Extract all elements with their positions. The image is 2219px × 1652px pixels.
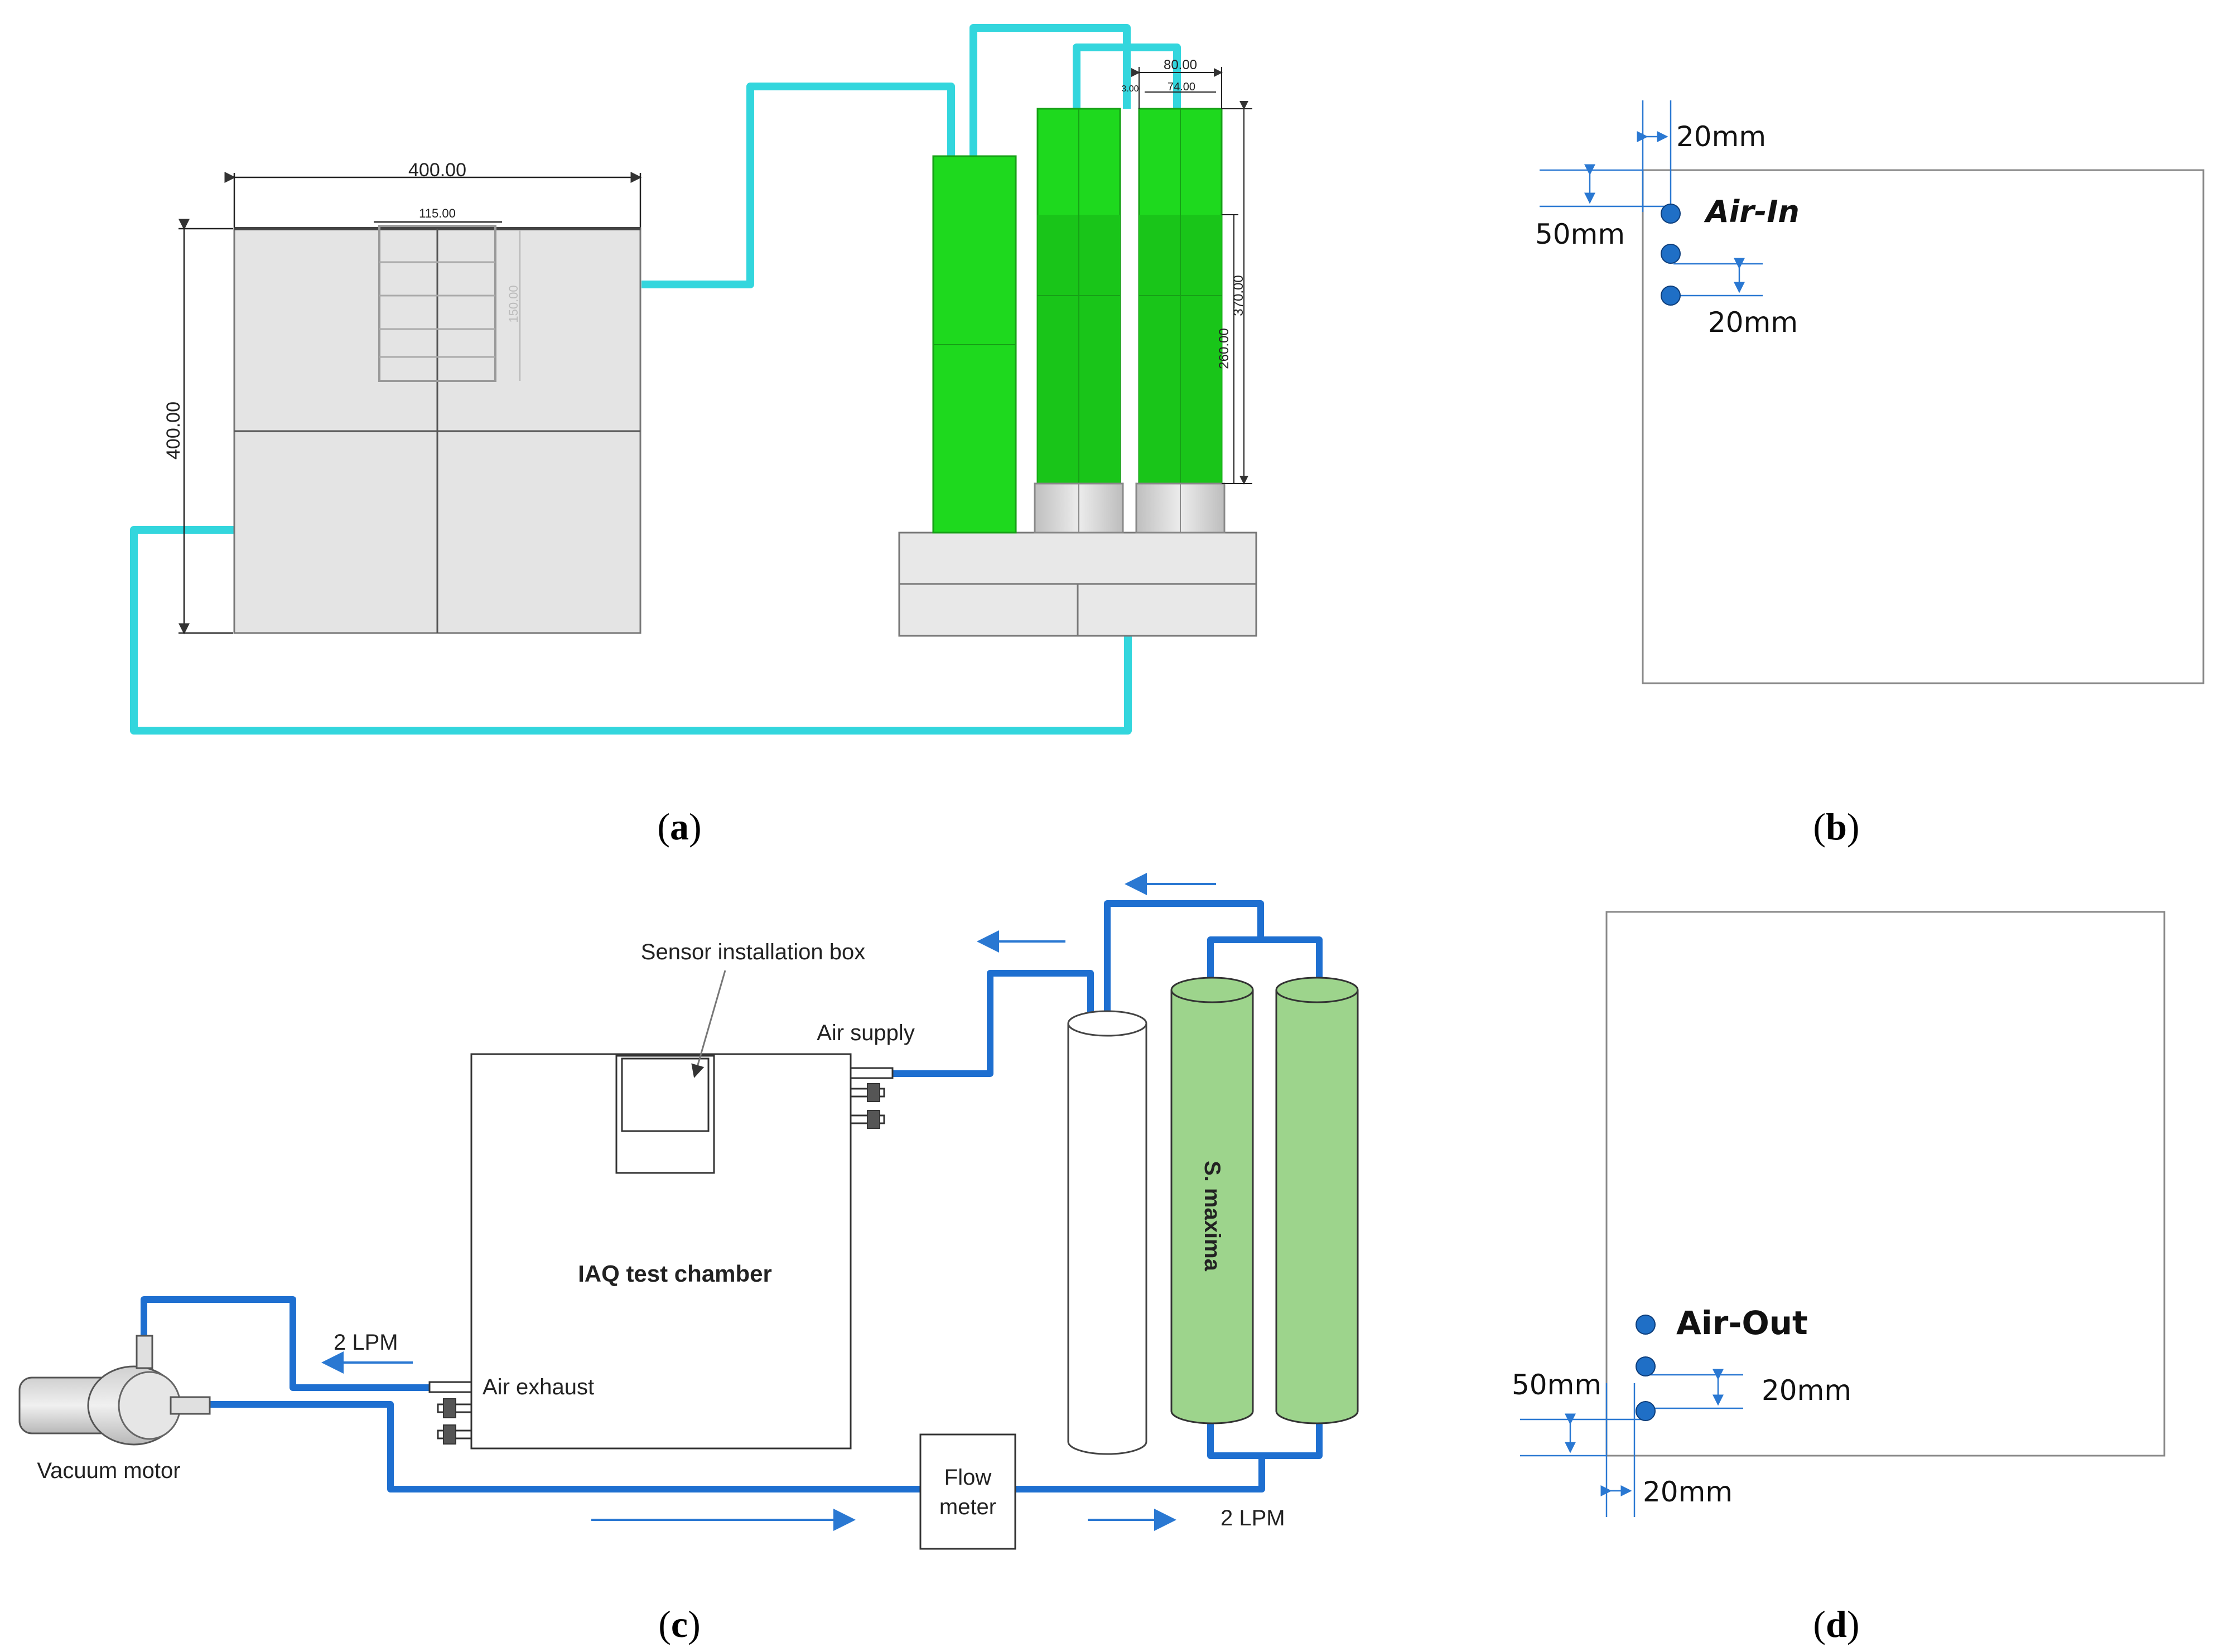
air-exhaust-label: Air exhaust	[483, 1375, 594, 1399]
tube-motor-to-flowmeter	[206, 1401, 920, 1492]
air-supply-label: Air supply	[817, 1021, 915, 1045]
tube-supply	[893, 970, 1094, 1077]
dim-sensor-box-width: 115.00	[419, 206, 456, 220]
dim-inlet-spacing: 20mm	[1708, 306, 1798, 339]
flow-meter	[919, 1433, 1016, 1550]
tube-chamber-to-column1	[641, 83, 955, 288]
dim-outlet-spacing: 20mm	[1762, 1374, 1851, 1407]
supply-fittings	[850, 1067, 894, 1129]
dim-column-height: 370.00	[1231, 275, 1246, 316]
caption-a: (a)	[657, 805, 701, 848]
plant-column-schematic-2	[1275, 977, 1359, 1424]
sensor-box-leader	[691, 970, 726, 1078]
dim-outlet-left: 50mm	[1512, 1369, 1601, 1401]
tube-column-top-link	[1104, 900, 1264, 1021]
tube-exhaust-to-motor	[141, 1296, 432, 1391]
tube-column-top-link-2	[1207, 936, 1323, 982]
air-out-port-1	[1636, 1315, 1656, 1335]
sensor-box-label: Sensor installation box	[641, 940, 865, 964]
air-in-label: Air-In	[1704, 194, 1800, 229]
chamber-box-3d	[233, 225, 641, 634]
chamber-plan-outlet-side	[1605, 911, 2165, 1457]
tube-column1-to-column2	[969, 24, 1131, 156]
exhaust-fittings	[428, 1381, 472, 1445]
sensor-box-outline	[378, 225, 496, 382]
vacuum-motor-label: Vacuum motor	[37, 1458, 180, 1483]
chamber-dimensions	[179, 172, 642, 635]
caption-b: (b)	[1813, 805, 1859, 848]
dim-sensor-box-height: 150.00	[506, 285, 520, 322]
dim-inlet-top: 20mm	[1676, 120, 1766, 153]
inlet-dimension-lines	[1540, 100, 1763, 297]
tube-return-to-chamber	[130, 526, 1132, 735]
plant-column-2	[1135, 108, 1226, 534]
panel-d: Air-Out 50mm 20mm 20mm (d)	[1512, 911, 2165, 1645]
tube-column2-to-column3	[1073, 44, 1181, 109]
chamber-plan-inlet-side	[1642, 169, 2204, 684]
plant-column-schematic-1	[1170, 977, 1254, 1424]
column-base-platform	[898, 532, 1257, 637]
dim-column-wall: 3.00	[1121, 84, 1139, 94]
panel-c: Sensor installation box Air supply IAQ t…	[18, 873, 1359, 1645]
outlet-dimension-lines	[1520, 1369, 1743, 1517]
plant-label: S. maxima	[1200, 1161, 1224, 1272]
dim-chamber-width: 400.00	[408, 160, 466, 181]
flow-meter-label-1: Flow	[944, 1465, 992, 1490]
plant-column-1	[1034, 108, 1124, 534]
vacuum-motor	[18, 1335, 211, 1446]
sensor-box-inner	[621, 1057, 710, 1132]
panel-a: 400.00 400.00 115.00 150.00	[130, 24, 1257, 848]
flow-rate-right: 2 LPM	[1221, 1506, 1285, 1530]
blue-tubing	[141, 900, 1323, 1492]
empty-column	[932, 155, 1017, 534]
air-in-port-1	[1661, 204, 1681, 224]
air-in-port-3	[1661, 286, 1681, 306]
flow-arrows	[321, 873, 1216, 1531]
flow-rate-left: 2 LPM	[334, 1330, 398, 1355]
dim-outlet-bottom: 20mm	[1643, 1476, 1733, 1508]
caption-d: (d)	[1813, 1603, 1859, 1645]
dim-column-inner: 74.00	[1168, 81, 1195, 93]
air-out-port-2	[1636, 1356, 1656, 1376]
dim-column-outer: 80.00	[1164, 57, 1197, 73]
dim-inlet-left: 50mm	[1535, 218, 1625, 250]
air-out-label: Air-Out	[1676, 1304, 1808, 1342]
empty-column-schematic	[1067, 1010, 1147, 1455]
flow-meter-label-2: meter	[939, 1495, 996, 1519]
air-out-port-3	[1636, 1401, 1656, 1421]
tube-flowmeter-to-column	[1015, 1456, 1265, 1492]
dim-chamber-height: 400.00	[163, 402, 184, 460]
dim-media-height: 260.00	[1217, 328, 1232, 369]
chamber-label: IAQ test chamber	[578, 1260, 772, 1287]
panel-b: Air-In 20mm 50mm 20mm (b)	[1535, 100, 2204, 848]
column-dimensions	[1131, 67, 1252, 485]
air-in-port-2	[1661, 244, 1681, 264]
caption-c: (c)	[658, 1603, 701, 1645]
